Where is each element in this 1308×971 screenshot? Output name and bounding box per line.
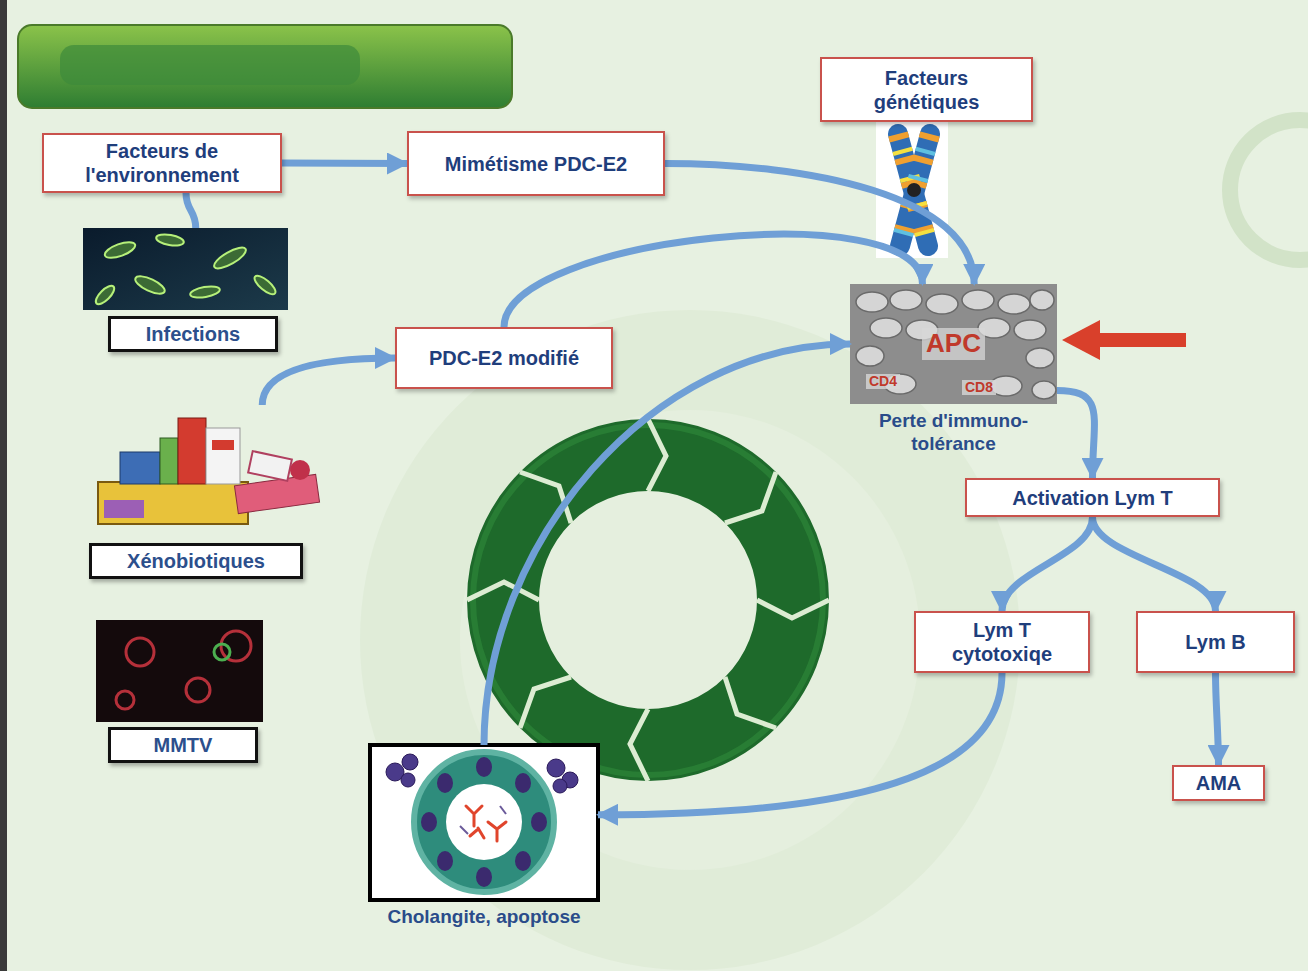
process-box: PDC-E2 modifié	[395, 327, 613, 389]
mmtv-picture	[96, 620, 263, 722]
caption-area: Perte d'immuno-tolérance	[850, 410, 1057, 456]
callout-label: CD4	[866, 374, 900, 389]
flow-arrow	[484, 344, 850, 745]
box-text: Xénobiotiques	[98, 549, 294, 573]
xenobiotics-picture	[98, 418, 320, 524]
caption-area: Cholangite, apoptose	[370, 906, 598, 929]
flow-arrow	[1057, 390, 1094, 478]
factor-box: Facteurs de l'environnement	[42, 133, 282, 193]
picture-area	[89, 405, 320, 543]
flow-arrow	[262, 358, 395, 405]
factor-box: Facteurs génétiques	[820, 57, 1033, 122]
label-box: MMTV	[108, 727, 258, 763]
flow-arrow	[186, 193, 196, 228]
red-pointer-arrow	[1062, 320, 1186, 360]
caption-text: Cholangite, apoptose	[370, 906, 598, 929]
box-text: Lym T cytotoxiqe	[924, 618, 1080, 666]
apc-picture	[850, 284, 1057, 404]
bacteria-picture	[83, 228, 288, 310]
cell-box: Lym B	[1136, 611, 1295, 673]
picture-area: APC CD4 CD8	[850, 284, 1057, 404]
cell-picture: APC CD4 CD8Perte d'immuno-tolérance	[850, 284, 1057, 456]
box-text: Facteurs génétiques	[830, 66, 1023, 114]
box-text: Infections	[117, 322, 269, 346]
caption-text: Perte d'immuno-tolérance	[850, 410, 1057, 456]
chromosome-picture	[876, 122, 948, 258]
process-box: Mimétisme PDC-E2	[407, 131, 665, 196]
cause-picture: Infections	[83, 228, 288, 352]
box-text: MMTV	[117, 733, 249, 757]
callout-label: CD8	[962, 380, 996, 395]
picture-area	[96, 620, 263, 727]
flow-arrow	[1093, 517, 1216, 611]
cause-picture: Xénobiotiques	[89, 405, 320, 579]
picture-area	[83, 228, 288, 316]
flow-arrow	[504, 234, 922, 327]
flow-arrow	[665, 164, 974, 285]
label-box: Infections	[108, 316, 278, 352]
box-text: Facteurs de l'environnement	[52, 139, 272, 187]
cause-picture: MMTV	[96, 620, 263, 763]
antibody-box: AMA	[1172, 765, 1265, 801]
label-box: Xénobiotiques	[89, 543, 303, 579]
flow-arrow	[1216, 673, 1219, 765]
flow-arrow	[282, 160, 407, 168]
process-box: Activation Lym T	[965, 478, 1220, 517]
flow-arrow	[598, 673, 1002, 815]
duct-picture: Cholangite, apoptose	[370, 745, 598, 929]
flow-arrow	[1002, 517, 1093, 611]
box-text: AMA	[1196, 771, 1242, 795]
bile-duct-picture	[370, 745, 598, 900]
cycle-ring	[467, 419, 829, 781]
box-text: Mimétisme PDC-E2	[445, 152, 627, 176]
box-text: Lym B	[1185, 630, 1245, 654]
title-banner	[18, 25, 512, 108]
box-text: Activation Lym T	[1012, 486, 1172, 510]
box-text: PDC-E2 modifié	[429, 346, 579, 370]
picture-area	[370, 745, 598, 900]
cell-box: Lym T cytotoxiqe	[914, 611, 1090, 673]
cell-label: APC	[922, 328, 985, 359]
